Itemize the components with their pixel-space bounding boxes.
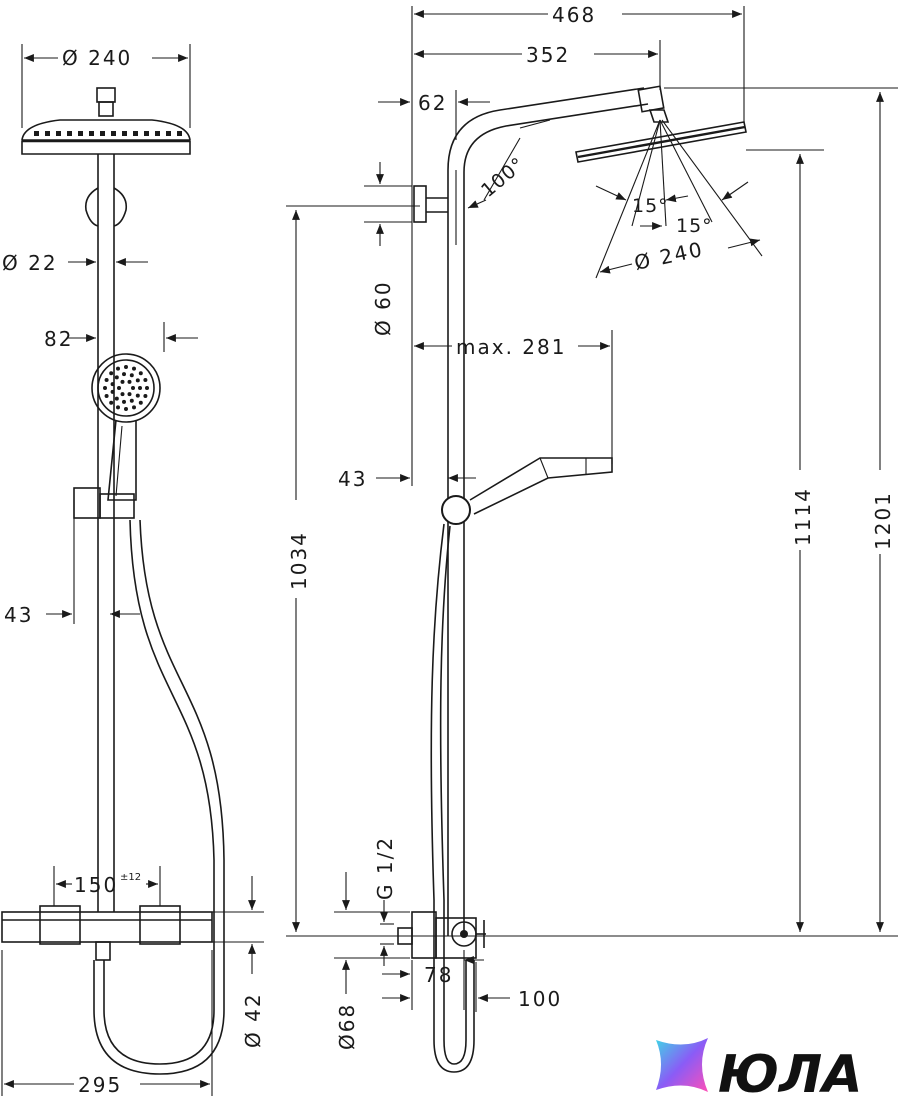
side-tilt-right-label: 15°: [676, 215, 713, 237]
thermostat-mixer: [1, 905, 213, 961]
hand-nozzle-mark: [127, 379, 132, 384]
nozzle-mark: [155, 131, 160, 136]
hand-nozzle-mark: [127, 392, 132, 397]
front-view: Ø 240 Ø 22 82: [1, 44, 265, 1097]
hand-shower: [91, 353, 161, 501]
side-hand-shower: [441, 457, 613, 525]
hand-nozzle-mark: [104, 394, 109, 398]
front-hand-offset-label: 82: [44, 327, 73, 351]
side-hand-reach-label: max. 281: [456, 335, 566, 359]
hand-nozzle-mark: [135, 378, 140, 383]
nozzle-mark: [133, 131, 138, 136]
front-rail-offset-label: 43: [4, 603, 33, 627]
nozzle-mark: [177, 131, 182, 136]
hand-nozzle-mark: [120, 379, 125, 384]
hand-nozzle-mark: [138, 386, 142, 390]
nozzle-mark: [89, 131, 94, 136]
nozzle-mark: [144, 131, 149, 136]
hand-nozzle-mark: [114, 375, 119, 380]
side-arm-angle-label: 100°: [477, 153, 529, 202]
hand-nozzle-mark: [132, 405, 136, 410]
front-mixer-diameter-label: Ø 42: [241, 992, 265, 1048]
hand-nozzle-mark: [116, 405, 120, 410]
hand-nozzle-mark: [120, 392, 125, 397]
rain-shower-head: [21, 119, 191, 155]
hand-nozzle-mark: [132, 366, 136, 371]
hand-nozzle-mark: [131, 386, 135, 390]
brand-name: ЮЛА: [718, 1045, 862, 1100]
hand-nozzle-mark: [116, 366, 120, 371]
hand-nozzle-mark: [124, 365, 128, 369]
nozzle-mark: [122, 131, 127, 136]
hand-nozzle-mark: [104, 378, 109, 382]
hand-nozzle-mark: [109, 400, 114, 405]
front-center-distance-label: 150: [74, 873, 118, 897]
nozzle-mark: [67, 131, 72, 136]
side-head-diameter-label: Ø 240: [632, 237, 706, 275]
nozzle-mark: [45, 131, 50, 136]
side-height-total-label: 1201: [871, 491, 895, 550]
nozzle-mark: [78, 131, 83, 136]
hand-nozzle-mark: [143, 394, 148, 398]
nozzle-mark: [166, 131, 171, 136]
hand-nozzle-mark: [103, 386, 107, 390]
hand-nozzle-mark: [138, 371, 143, 376]
nozzle-mark: [56, 131, 61, 136]
brand-logo: ЮЛА: [656, 1038, 862, 1100]
hand-nozzle-mark: [145, 386, 149, 390]
hand-nozzle-mark: [109, 371, 114, 376]
hand-nozzle-mark: [110, 389, 115, 394]
hand-nozzle-mark: [138, 400, 143, 405]
side-connection-diameter-label: Ø68: [335, 1003, 359, 1050]
side-height-outlet-label: 1034: [287, 531, 311, 590]
side-wall-offset-label: 62: [418, 91, 447, 115]
front-pipe-diameter-label: Ø 22: [2, 251, 58, 275]
hand-nozzle-mark: [122, 372, 126, 377]
side-connection-label: G 1/2: [373, 836, 397, 900]
front-center-tolerance-label: ±12: [120, 872, 141, 883]
nozzle-mark: [100, 131, 105, 136]
hand-nozzle-mark: [110, 382, 115, 387]
front-head-diameter-label: Ø 240: [62, 46, 132, 70]
hand-nozzle-mark: [129, 398, 134, 403]
side-tilt-left-label: 15°: [632, 195, 669, 217]
hand-nozzle-mark: [135, 393, 140, 398]
side-mixer-depth-label: 100: [518, 987, 562, 1011]
nozzle-mark: [34, 131, 39, 136]
side-bracket-diameter-label: Ø 60: [371, 280, 395, 336]
side-view: 468 352 62 15° 1: [286, 3, 898, 1073]
side-rail-offset-label: 43: [338, 467, 367, 491]
hand-nozzle-mark: [124, 407, 128, 411]
side-arm-depth-label: 352: [526, 43, 570, 67]
hand-nozzle-mark: [129, 373, 134, 378]
hand-nozzle-mark: [114, 396, 119, 401]
hand-nozzle-mark: [122, 399, 126, 404]
side-overall-depth-label: 468: [552, 3, 596, 27]
front-total-width-label: 295: [78, 1073, 122, 1097]
side-thermostat: [397, 911, 486, 959]
brand-star-icon: [656, 1038, 708, 1092]
hand-nozzle-mark: [143, 378, 148, 382]
side-connection-offset-label: 78: [424, 963, 453, 987]
hand-nozzle-mark: [117, 386, 121, 390]
nozzle-mark: [111, 131, 116, 136]
side-height-head-label: 1114: [791, 487, 815, 546]
